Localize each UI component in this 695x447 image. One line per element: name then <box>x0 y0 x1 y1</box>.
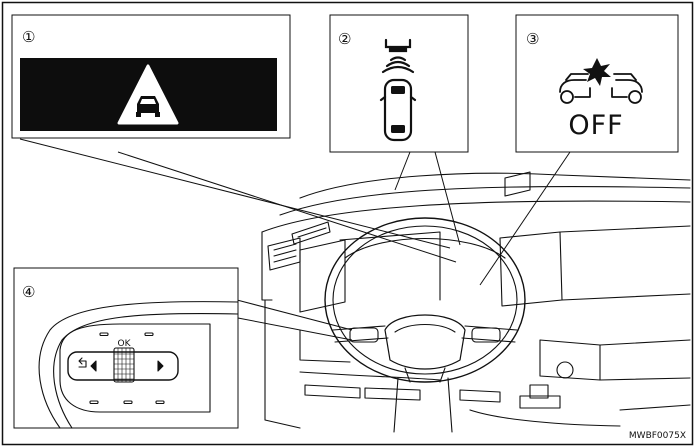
leader-line-1b <box>117 151 457 263</box>
figure-code: MWBF0075X <box>629 431 686 441</box>
leader-line-1a <box>19 138 451 249</box>
panel-4: ④ <box>13 267 239 429</box>
panel-2: ② <box>329 14 469 153</box>
steering-switch-panel-icon <box>38 301 239 429</box>
leader-line-2a <box>394 151 411 191</box>
callout-1: ① <box>22 28 35 46</box>
callout-3: ③ <box>526 30 539 48</box>
ok-label: OK <box>118 339 132 349</box>
panel-3: ③ OFF <box>515 14 679 153</box>
panel-2-box <box>329 14 469 153</box>
leader-line-3 <box>479 151 571 286</box>
callout-4: ④ <box>22 283 35 301</box>
vehicle-warning-triangle-icon <box>117 64 179 125</box>
collision-system-off-icon <box>559 58 643 104</box>
panel-3-box <box>515 14 679 153</box>
leader-line-4a <box>236 299 353 331</box>
leader-line-2b <box>434 151 461 246</box>
leader-line-4b <box>237 317 353 341</box>
panel-1: ① <box>11 14 291 139</box>
leader-lines <box>19 138 571 341</box>
vehicle-distance-radar-icon <box>379 38 417 142</box>
dashboard-illustration <box>261 171 691 433</box>
callout-2: ② <box>338 30 351 48</box>
off-label: OFF <box>568 110 623 141</box>
